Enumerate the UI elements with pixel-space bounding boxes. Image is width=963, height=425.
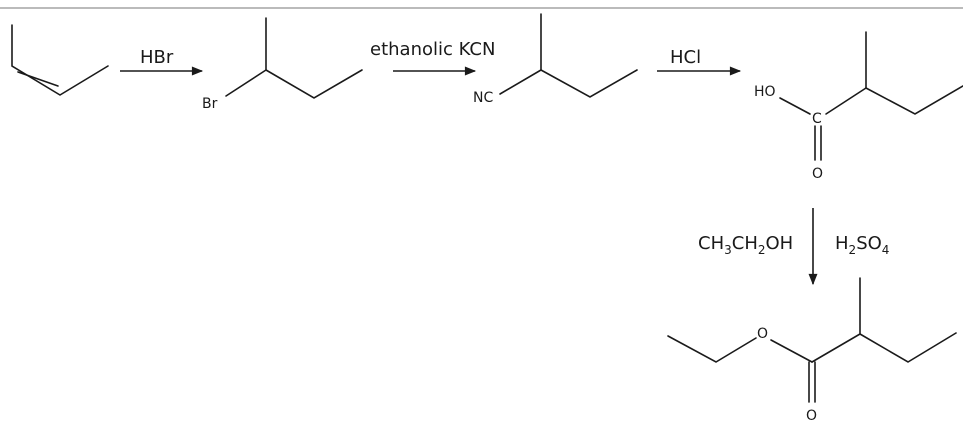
step1-reagent-label: HBr (140, 47, 174, 68)
acid-carbonyl-oxygen-label: O (812, 166, 823, 182)
molecule-butene (11, 24, 109, 96)
molecule-2-bromobutane: Br (202, 17, 363, 112)
step2-arrow: ethanolic KCN (370, 39, 495, 76)
ester-carbonyl-oxygen-label: O (806, 408, 817, 424)
nitrile-group-label: NC (473, 90, 493, 106)
step3-reagent-label: HCl (670, 47, 701, 68)
step4-reagent-left: CH3CH2OH (698, 233, 793, 257)
step1-arrow: HBr (120, 47, 204, 76)
step4-arrow: CH3CH2OH H2SO4 (698, 208, 889, 286)
bromine-atom-label: Br (202, 96, 218, 112)
step3-arrow: HCl (657, 47, 742, 76)
molecule-ester: O O (667, 277, 957, 424)
acid-carbon-label: C (812, 111, 822, 127)
step2-reagent-label: ethanolic KCN (370, 39, 495, 60)
molecule-carboxylic-acid: HO C O (754, 31, 963, 182)
molecule-nitrile: NC (473, 13, 638, 106)
acid-hydroxyl-label: HO (754, 84, 776, 100)
ester-ether-oxygen-label: O (757, 326, 768, 342)
step4-reagent-right: H2SO4 (835, 233, 889, 257)
